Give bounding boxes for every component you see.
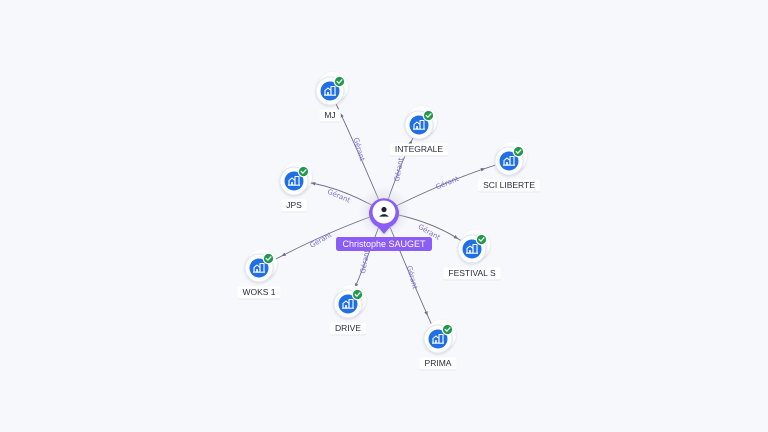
company-name-woks-1: WOKS 1 — [242, 287, 275, 297]
company-name-sci-liberte: SCI LIBERTE — [483, 180, 535, 190]
check-icon — [333, 75, 346, 88]
edge-label-prima: Gérant — [405, 265, 419, 291]
company-node-festival-s[interactable]: FESTIVAL S — [443, 230, 501, 281]
check-icon — [351, 288, 364, 301]
edge-label-integrale: Gérant — [393, 157, 405, 182]
company-node-drive[interactable]: DRIVE — [330, 285, 366, 336]
edge-label-sci-liberte: Gérant — [435, 175, 461, 192]
check-icon — [512, 145, 525, 158]
company-name-prima: PRIMA — [425, 358, 452, 368]
label-box — [281, 199, 307, 212]
building-icon — [413, 119, 425, 130]
building-icon — [253, 262, 265, 273]
building-icon — [288, 175, 300, 186]
edge-arrow — [281, 252, 287, 257]
label-box — [330, 322, 366, 335]
building-icon — [503, 155, 515, 166]
label-box — [237, 286, 281, 299]
nodes-layer: MJ INTEGRALE SCI LIBERTE JPS FESTIVAL S WOKS … — [237, 72, 540, 371]
label-box — [478, 179, 540, 192]
label-box — [443, 267, 501, 280]
company-name-jps: JPS — [286, 200, 302, 210]
company-node-prima[interactable]: PRIMA — [419, 320, 457, 371]
edge-label-drive: Gérant — [359, 249, 371, 274]
building-icon — [342, 298, 354, 309]
company-name-festival-s: FESTIVAL S — [448, 268, 496, 278]
edge-arrow — [340, 113, 344, 118]
edge-label-mj: Gérant — [352, 137, 366, 163]
check-icon — [475, 233, 488, 246]
check-icon — [441, 323, 454, 336]
check-icon — [297, 165, 310, 178]
company-name-integrale: INTEGRALE — [395, 144, 444, 154]
center-name: Christophe SAUGET — [342, 239, 426, 249]
company-node-integrale[interactable]: INTEGRALE — [389, 106, 449, 157]
person-icon — [379, 206, 389, 217]
building-icon — [324, 85, 336, 96]
label-box — [389, 143, 449, 156]
label-box — [419, 357, 457, 370]
building-icon — [432, 333, 444, 344]
company-node-mj[interactable]: MJ — [315, 72, 348, 123]
company-name-mj: MJ — [324, 110, 335, 120]
check-icon — [262, 252, 275, 265]
company-node-woks-1[interactable]: WOKS 1 — [237, 249, 281, 300]
edge-label-woks-1: Gérant — [309, 231, 334, 250]
building-icon — [466, 243, 478, 254]
company-node-jps[interactable]: JPS — [279, 162, 312, 213]
edge-arrow — [480, 168, 486, 172]
check-icon — [422, 109, 435, 122]
center-label-box — [336, 237, 432, 251]
company-name-drive: DRIVE — [335, 323, 361, 333]
edge-arrow — [310, 181, 316, 186]
edge-arrow — [424, 311, 428, 316]
center-node[interactable]: Christophe SAUGET — [336, 186, 432, 251]
label-box — [319, 109, 341, 122]
company-node-sci-liberte[interactable]: SCI LIBERTE — [478, 142, 540, 193]
edge-arrow — [453, 235, 459, 239]
